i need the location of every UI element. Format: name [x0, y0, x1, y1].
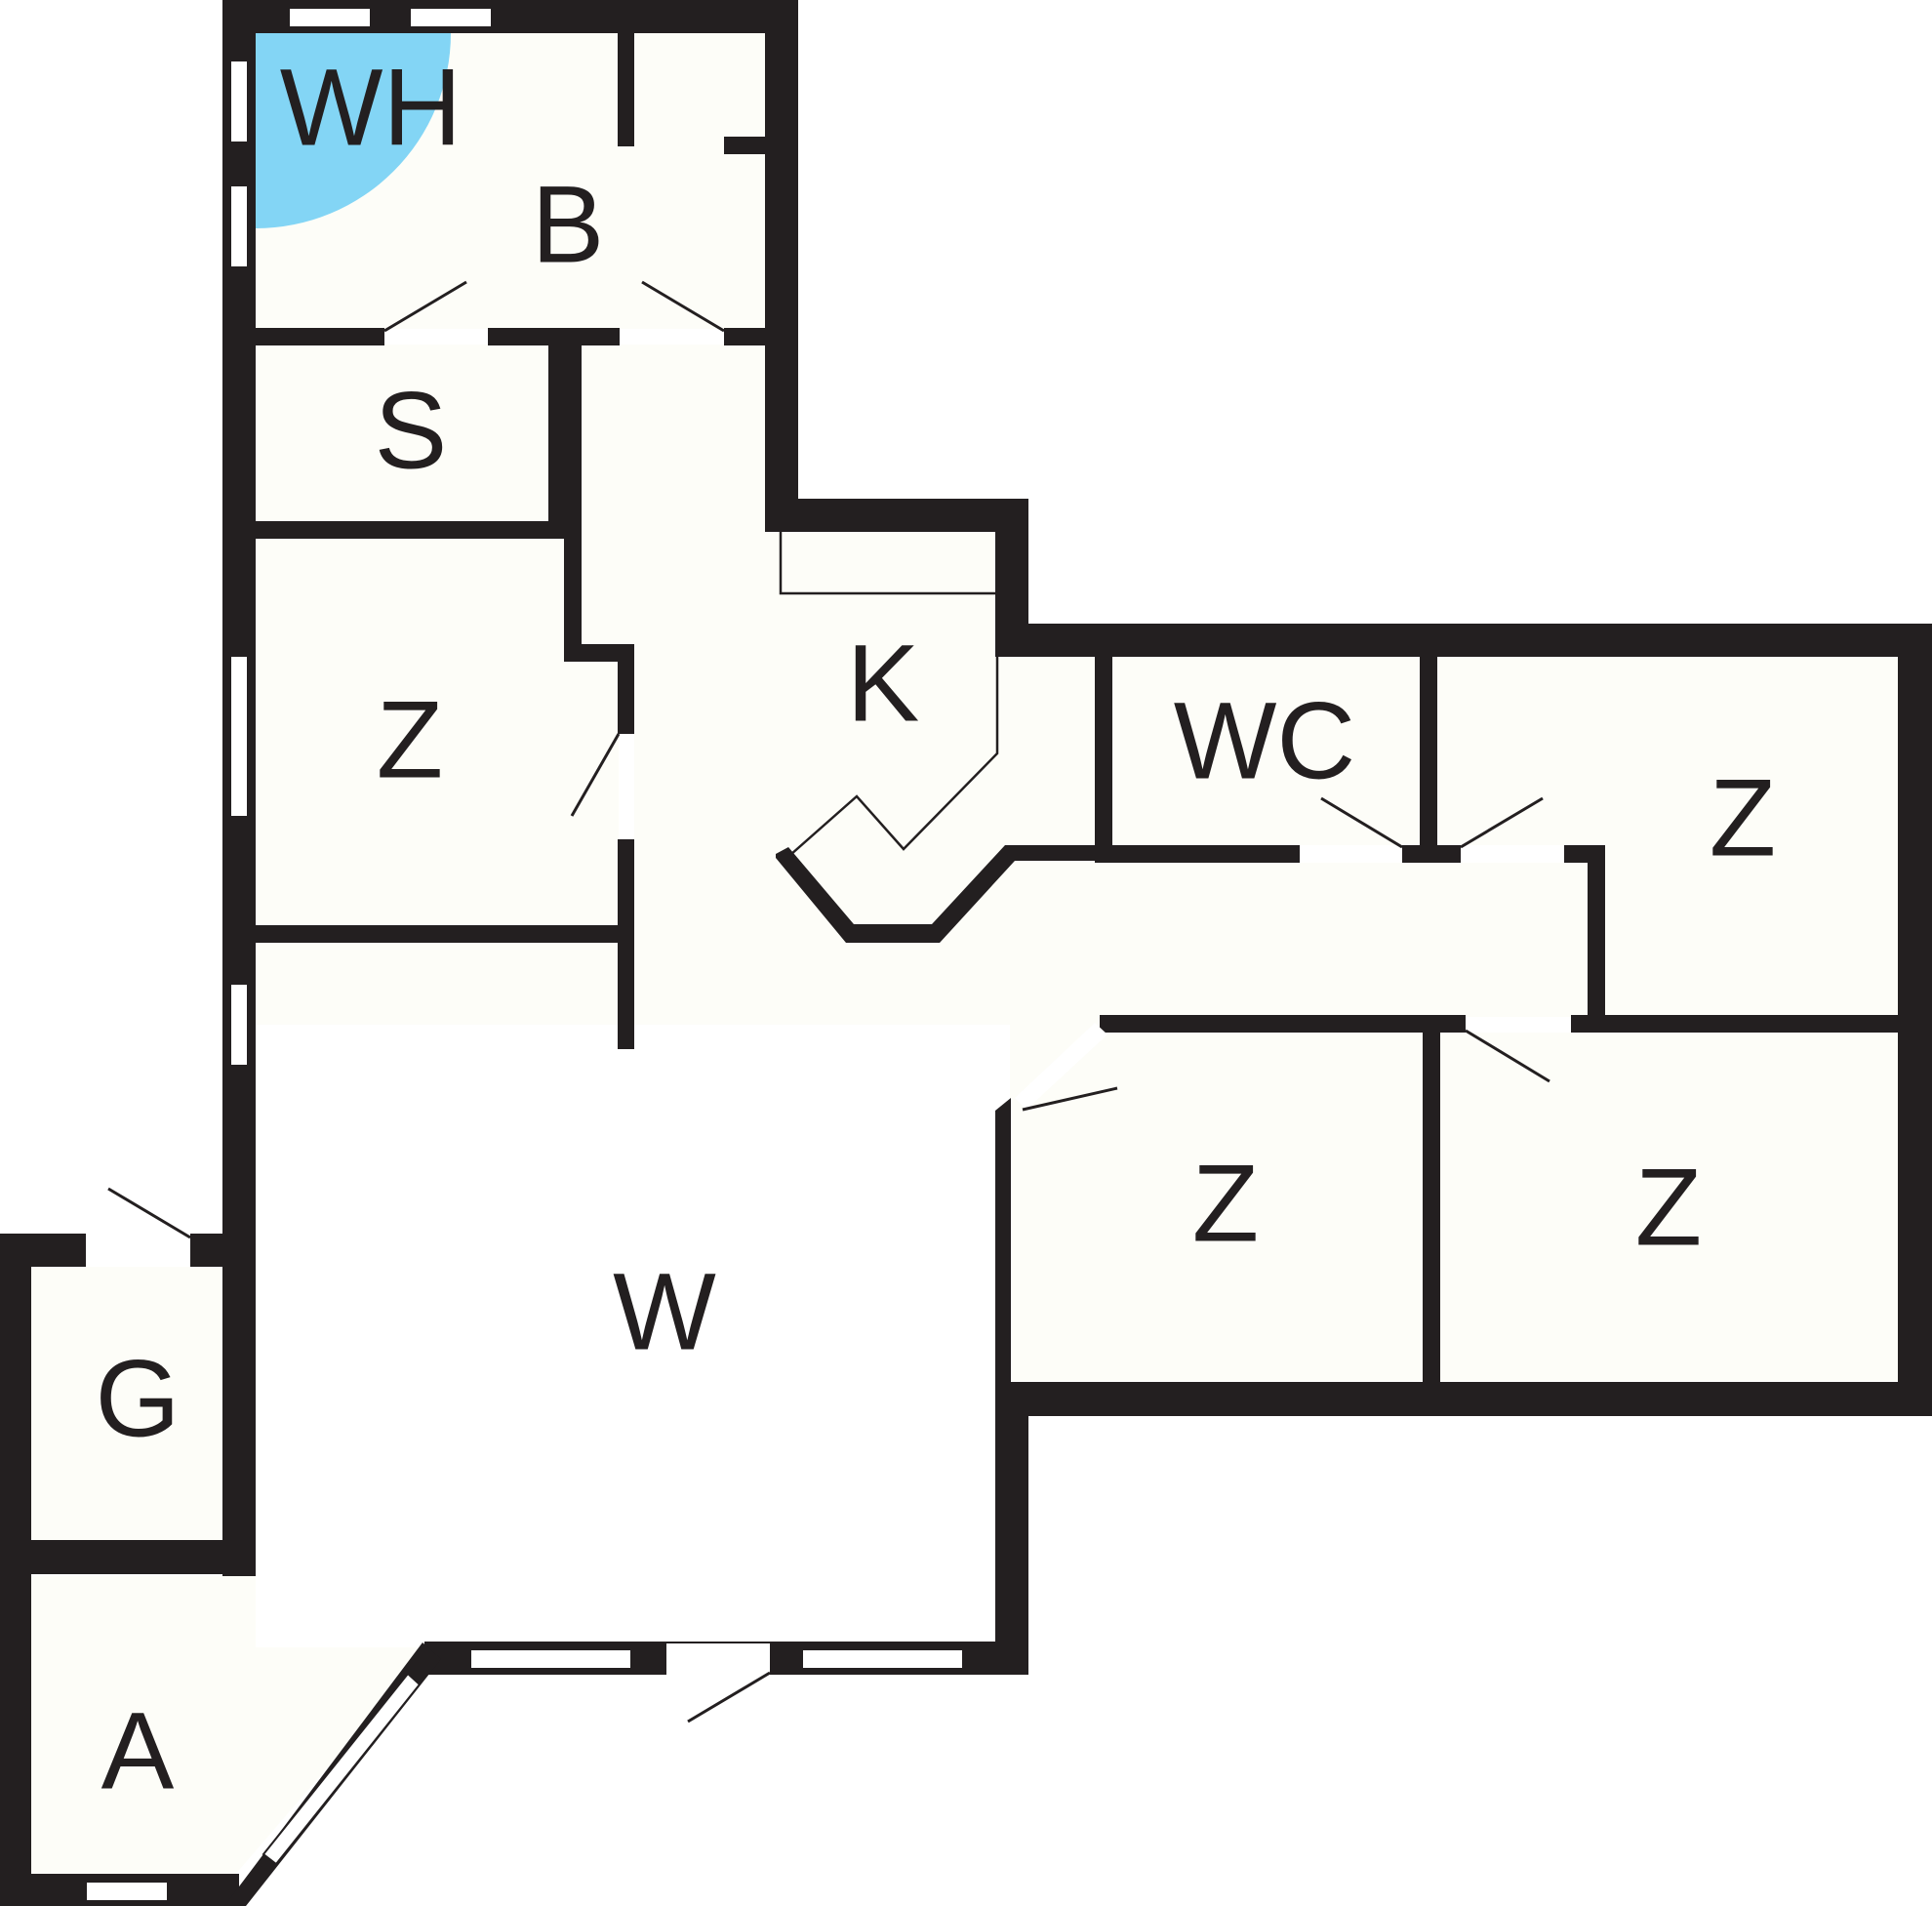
room-labels: WH B S Z K WC Z Z Z W G A: [95, 47, 1776, 1812]
room-label-water-heater: WH: [280, 47, 463, 169]
room-label-bedroom-northeast: Z: [1710, 757, 1776, 879]
doors: [86, 280, 1571, 1724]
room-label-bedroom-west: Z: [377, 679, 443, 801]
room-label-storage: S: [375, 370, 448, 492]
room-label-entrance: A: [101, 1690, 175, 1812]
room-label-bathroom: B: [532, 164, 605, 286]
room-label-kitchen: K: [847, 623, 920, 745]
room-label-bedroom-southeast: Z: [1635, 1147, 1702, 1269]
room-label-living: W: [613, 1251, 716, 1373]
water-heater-area: [256, 33, 451, 228]
room-label-bedroom-center: Z: [1192, 1143, 1259, 1265]
room-label-garage: G: [95, 1338, 180, 1460]
room-label-toilet: WC: [1174, 680, 1356, 802]
windows: [85, 7, 964, 1902]
floor-area: [31, 31, 1898, 1876]
